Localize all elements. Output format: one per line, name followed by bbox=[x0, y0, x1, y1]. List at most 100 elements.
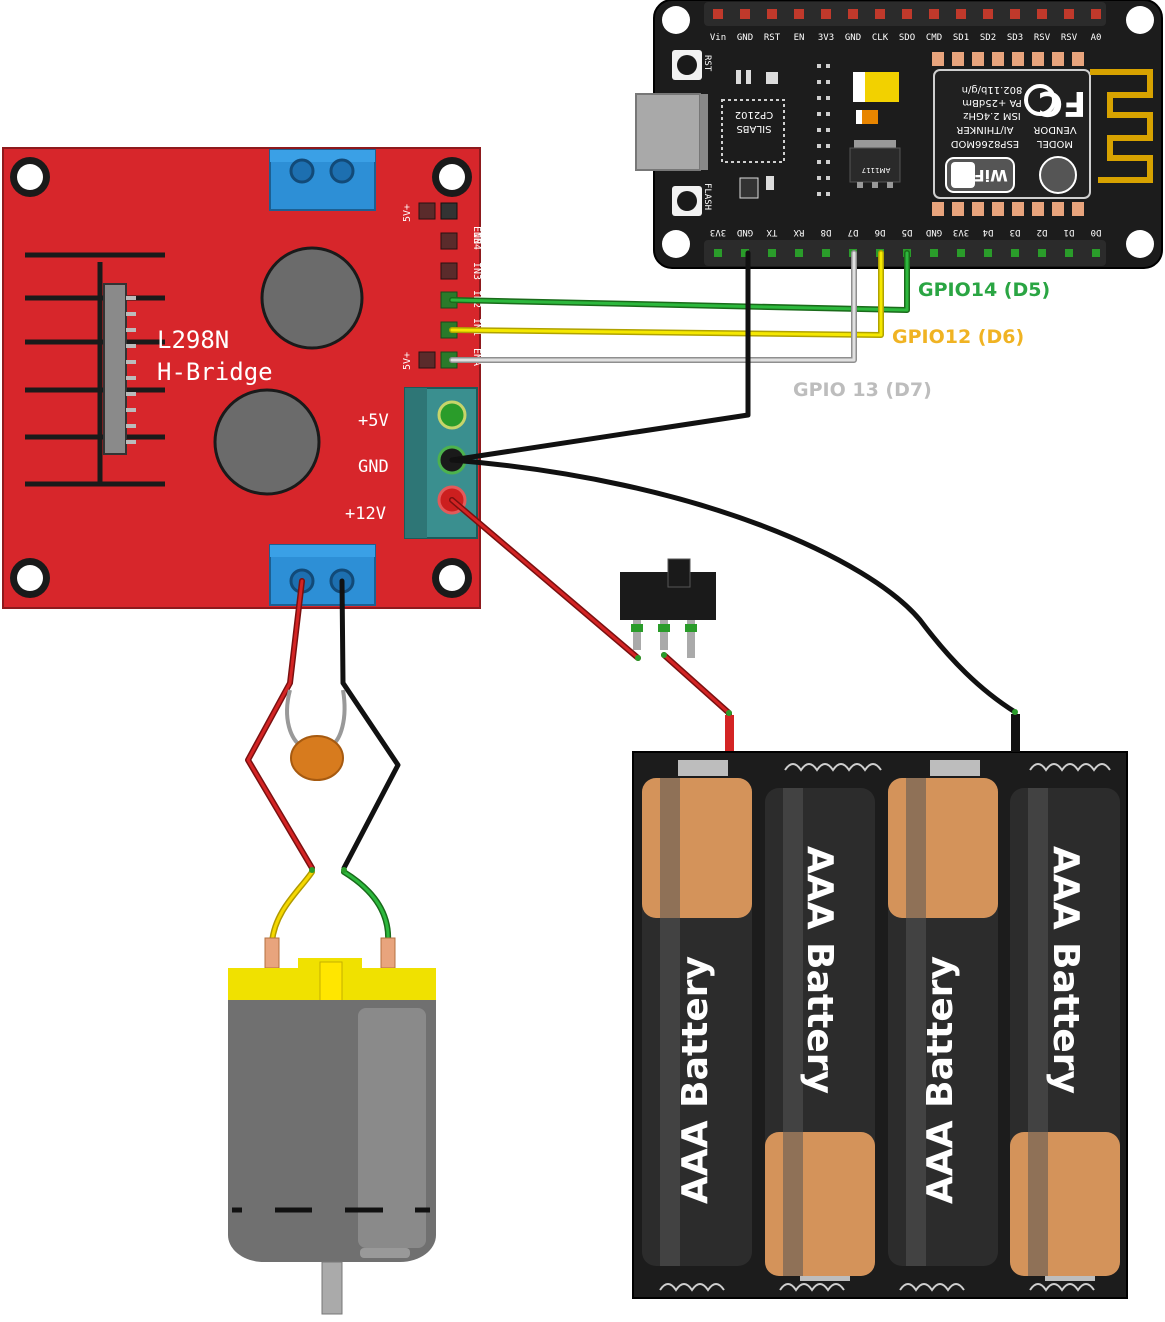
terminal-label-12v: +12V bbox=[345, 504, 386, 524]
wire-motor-red bbox=[245, 578, 315, 871]
esp-top-pin-label: GND bbox=[737, 33, 753, 43]
esp-top-pin-label: SD2 bbox=[980, 33, 996, 43]
l298n-board: L298N H-Bridge 5V+ ENB IN bbox=[2, 147, 482, 609]
esp-top-pin[interactable] bbox=[983, 9, 993, 19]
esp-top-pin[interactable] bbox=[956, 9, 966, 19]
esp-top-pin-label: SD1 bbox=[953, 33, 969, 43]
wifi-badge-text: WiFi bbox=[968, 166, 1008, 185]
esp-top-pin[interactable] bbox=[740, 9, 750, 19]
l298n-title-line1: L298N bbox=[157, 326, 229, 354]
esp-bottom-pin[interactable] bbox=[1011, 249, 1019, 257]
esp-bottom-pin[interactable] bbox=[768, 249, 776, 257]
esp-top-pin-label: CLK bbox=[872, 33, 889, 43]
battery-4 bbox=[1010, 788, 1120, 1276]
esp-top-pin[interactable] bbox=[713, 9, 723, 19]
esp-bottom-pin-label: D2 bbox=[1037, 227, 1048, 237]
esp-bottom-pin[interactable] bbox=[714, 249, 722, 257]
module-vendor: AI/THINKER bbox=[956, 124, 1013, 135]
esp-top-pin-label: RSV bbox=[1034, 33, 1051, 43]
pin-label-in1: IN1 bbox=[471, 318, 482, 336]
module-vendor-label: VENDOR bbox=[1033, 124, 1076, 135]
module-spec3: 802.11b/g/n bbox=[962, 84, 1023, 95]
module-spec1: ISM 2.4GHz bbox=[963, 110, 1021, 121]
battery-2-label: AAA Battery bbox=[799, 846, 840, 1094]
pin-label-5v-bottom: 5V+ bbox=[402, 352, 413, 370]
capacitor-top bbox=[260, 246, 364, 350]
esp-top-pin[interactable] bbox=[1010, 9, 1020, 19]
wifi-badge: WiFi bbox=[945, 157, 1015, 193]
esp-top-pin[interactable] bbox=[875, 9, 885, 19]
module-pad bbox=[1012, 52, 1024, 66]
pin-label-5v-top: 5V+ bbox=[402, 204, 413, 222]
esp-bottom-pin[interactable] bbox=[741, 249, 749, 257]
module-model: ESP8266MOD bbox=[951, 138, 1020, 149]
terminal-label-gnd: GND bbox=[358, 457, 389, 477]
label-gpio14: GPIO14 (D5) bbox=[918, 279, 1050, 301]
esp-bottom-pin[interactable] bbox=[984, 249, 992, 257]
esp-top-pin[interactable] bbox=[767, 9, 777, 19]
cp2102-chip: SILABS CP2102 bbox=[721, 99, 785, 163]
battery-2 bbox=[765, 788, 875, 1276]
rst-label: RST bbox=[702, 55, 712, 72]
wire-battery-gnd bbox=[449, 457, 1018, 755]
slide-switch[interactable] bbox=[620, 558, 716, 658]
pin-label-in4-visible: IN4 bbox=[471, 232, 482, 250]
esp-bottom-pin-label: D3 bbox=[1010, 227, 1021, 237]
esp-bottom-pin[interactable] bbox=[1065, 249, 1073, 257]
esp-bottom-pin[interactable] bbox=[957, 249, 965, 257]
esp-bottom-pin[interactable] bbox=[1038, 249, 1046, 257]
esp-top-pin[interactable] bbox=[929, 9, 939, 19]
esp-bottom-pin-label: D0 bbox=[1091, 227, 1102, 237]
esp-bottom-pin-label: RX bbox=[793, 227, 804, 237]
motor-terminal-a[interactable] bbox=[269, 149, 376, 211]
module-pad bbox=[1052, 52, 1064, 66]
cp2102-line2: CP2102 bbox=[735, 109, 773, 120]
ce-logo-icon bbox=[1024, 84, 1056, 116]
pin-label-in3: IN3 bbox=[471, 262, 482, 280]
esp-top-pin-label: GND bbox=[845, 33, 861, 43]
esp-bottom-pin-label: GND bbox=[737, 227, 753, 237]
module-pad bbox=[1052, 202, 1064, 216]
module-pad bbox=[1032, 52, 1044, 66]
motor-terminal-b[interactable] bbox=[269, 544, 376, 606]
rst-button[interactable] bbox=[672, 50, 702, 80]
esp-bottom-pin-label: D8 bbox=[821, 227, 832, 237]
esp-top-pin[interactable] bbox=[902, 9, 912, 19]
esp-top-pin[interactable] bbox=[1064, 9, 1074, 19]
esp-top-pin-label: RST bbox=[764, 33, 781, 43]
esp-top-pin[interactable] bbox=[1091, 9, 1101, 19]
l298n-title-line2: H-Bridge bbox=[157, 358, 273, 386]
esp-top-pin[interactable] bbox=[1037, 9, 1047, 19]
esp-bottom-pin-label: 3V3 bbox=[710, 227, 726, 237]
esp-top-pin[interactable] bbox=[794, 9, 804, 19]
battery-4-label: AAA Battery bbox=[1045, 846, 1086, 1094]
module-spec2: PA +25dBm bbox=[962, 97, 1021, 108]
esp-bottom-pin[interactable] bbox=[1092, 249, 1100, 257]
esp-bottom-pin-label: D7 bbox=[848, 227, 859, 237]
esp-bottom-pin[interactable] bbox=[822, 249, 830, 257]
regulator-label: AM1117 bbox=[862, 166, 891, 174]
esp-top-pin[interactable] bbox=[821, 9, 831, 19]
esp-bottom-pin[interactable] bbox=[930, 249, 938, 257]
battery-pack: AAA Battery AAA Battery AAA Battery AAA … bbox=[632, 751, 1128, 1299]
fcc-mark: FC bbox=[1038, 83, 1086, 123]
esp-top-pin-label: Vin bbox=[710, 33, 726, 43]
module-pad bbox=[932, 52, 944, 66]
esp-top-pin-label: SDO bbox=[899, 33, 915, 43]
usb-connector[interactable] bbox=[635, 93, 701, 171]
wires bbox=[245, 250, 1018, 945]
module-pad bbox=[992, 202, 1004, 216]
cp2102-line1: SILABS bbox=[737, 123, 772, 134]
label-gpio13: GPIO 13 (D7) bbox=[793, 379, 932, 401]
espressif-logo-icon bbox=[1039, 156, 1077, 194]
esp-bottom-pin[interactable] bbox=[795, 249, 803, 257]
module-pad bbox=[1072, 52, 1084, 66]
terminal-label-5v: +5V bbox=[358, 411, 389, 431]
wire-esp-gnd bbox=[449, 250, 751, 463]
heatsink bbox=[25, 252, 165, 487]
esp-top-pin-label: CMD bbox=[926, 33, 942, 43]
esp-top-pin[interactable] bbox=[848, 9, 858, 19]
battery-1-label: AAA Battery bbox=[675, 956, 716, 1204]
esp-bottom-pin-label: 3V3 bbox=[953, 227, 969, 237]
flash-button[interactable] bbox=[672, 186, 702, 216]
